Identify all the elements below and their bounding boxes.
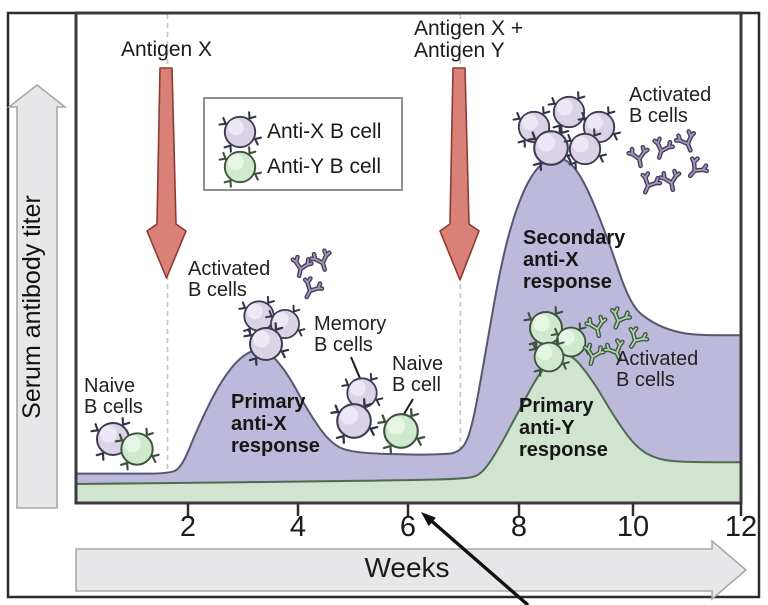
antigen-x-arrow [146, 67, 187, 279]
x-axis-label: Weeks [364, 552, 450, 583]
memory-b-cells-label: Memory B cells [314, 313, 387, 356]
x-tick-10: 10 [616, 511, 650, 543]
legend-anti-x-label: Anti-X B cell [267, 120, 382, 143]
anti-y-titer-area [76, 353, 741, 503]
naive-b-cell-green [378, 398, 424, 453]
x-tick-4: 4 [289, 511, 307, 543]
naive-b-cells-pair [92, 418, 159, 469]
naive-b-cell-label: Naive B cell [392, 353, 444, 396]
legend-anti-y-label: Anti-Y B cell [267, 155, 381, 178]
activated-b-cells-label-2: Activated B cells [629, 84, 712, 127]
activated-b-cells-label-1: Activated B cells [188, 258, 271, 301]
antigen-x-label: Antigen X [121, 38, 213, 61]
legend [203, 97, 403, 191]
x-tick-8: 8 [510, 511, 528, 543]
activated-b-cells-label-3: Activated B cells [616, 348, 699, 391]
x-tick-6: 6 [399, 511, 417, 543]
weeks-axis-arrow [75, 539, 748, 601]
pointer-arrow [421, 512, 530, 605]
antigen-xy-label: Antigen X + Antigen Y [414, 17, 524, 62]
y-axis-label: Serum antibody titer [18, 195, 46, 419]
x-tick-12: 12 [724, 511, 758, 543]
titer-axis-arrow [6, 83, 68, 509]
x-tick-2: 2 [179, 511, 197, 543]
x-axis-ticks [186, 503, 743, 516]
antigen-xy-arrow [439, 67, 480, 281]
naive-b-cells-label: Naive B cells [84, 375, 143, 418]
secondary-anti-x-label: Secondary anti-X response [523, 227, 626, 293]
memory-b-cells-group [331, 356, 382, 443]
primary-anti-y-label: Primary anti-Y response [519, 395, 608, 461]
primary-anti-x-label: Primary anti-X response [231, 391, 320, 457]
